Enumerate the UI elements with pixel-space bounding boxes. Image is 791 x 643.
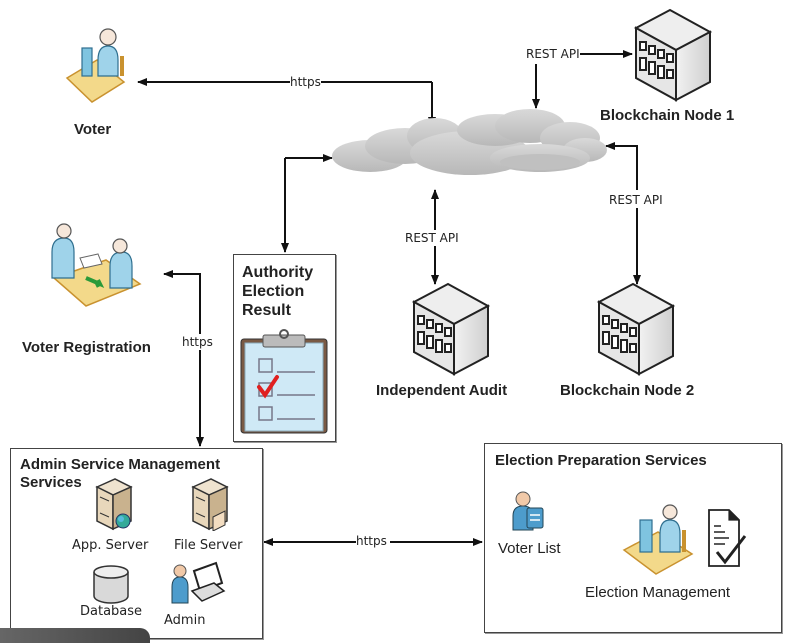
voter-label: Voter [74, 121, 112, 138]
authority-title-line2: Election [242, 283, 305, 300]
voter-list-icon [512, 491, 544, 531]
admin-icon [171, 561, 226, 604]
arrow-registration-admin [163, 270, 201, 334]
app-server-label: App. Server [72, 538, 149, 553]
election-box-title: Election Preparation Services [495, 452, 707, 469]
admin-box-title: Admin Service Management Services [20, 456, 220, 492]
blockchain-node-1-label: Blockchain Node 1 [600, 107, 735, 124]
authority-election-result-box: Authority Election Result [233, 254, 336, 442]
blockchain-node-2-label: Blockchain Node 2 [560, 382, 695, 399]
cloud-icon [332, 109, 607, 175]
admin-service-management-box: Admin Service Management Services App. S… [10, 448, 263, 639]
voter-list-label: Voter List [498, 540, 561, 557]
clipboard-icon [240, 329, 328, 434]
independent-audit-icon [411, 282, 491, 376]
connection-label-voter: https [290, 75, 321, 89]
app-server-icon [95, 478, 133, 531]
connection-label-node2: REST API [609, 193, 663, 207]
blockchain-node-2-icon [596, 282, 676, 376]
blockchain-node-1-icon [633, 8, 713, 102]
authority-title-line1: Authority [242, 264, 314, 281]
connection-label-registration: https [182, 335, 213, 349]
election-management-label: Election Management [585, 584, 731, 601]
voter-icon [65, 28, 126, 103]
connection-label-admin-election: https [356, 534, 387, 548]
admin-label: Admin [164, 613, 206, 628]
independent-audit-label: Independent Audit [376, 382, 508, 399]
connection-label-audit: REST API [405, 231, 459, 245]
voter-registration-label: Voter Registration [22, 339, 151, 356]
file-server-label: File Server [174, 538, 243, 553]
voter-registration-icon [51, 223, 142, 307]
admin-box-title-line2: Services [20, 474, 82, 491]
authority-title-line3: Result [242, 302, 291, 319]
document-check-icon [708, 509, 747, 567]
connection-label-node1: REST API [526, 47, 580, 61]
admin-box-title-line1: Admin Service Management [20, 456, 221, 473]
database-icon [93, 565, 129, 604]
arrow-node2-cloud [605, 142, 638, 190]
file-server-icon [191, 478, 229, 531]
election-preparation-services-box: Election Preparation Services Voter List… [484, 443, 782, 633]
authority-title: Authority Election Result [242, 263, 313, 320]
election-management-icon [622, 504, 694, 575]
database-label: Database [80, 604, 143, 619]
overlay-tab [0, 628, 150, 643]
